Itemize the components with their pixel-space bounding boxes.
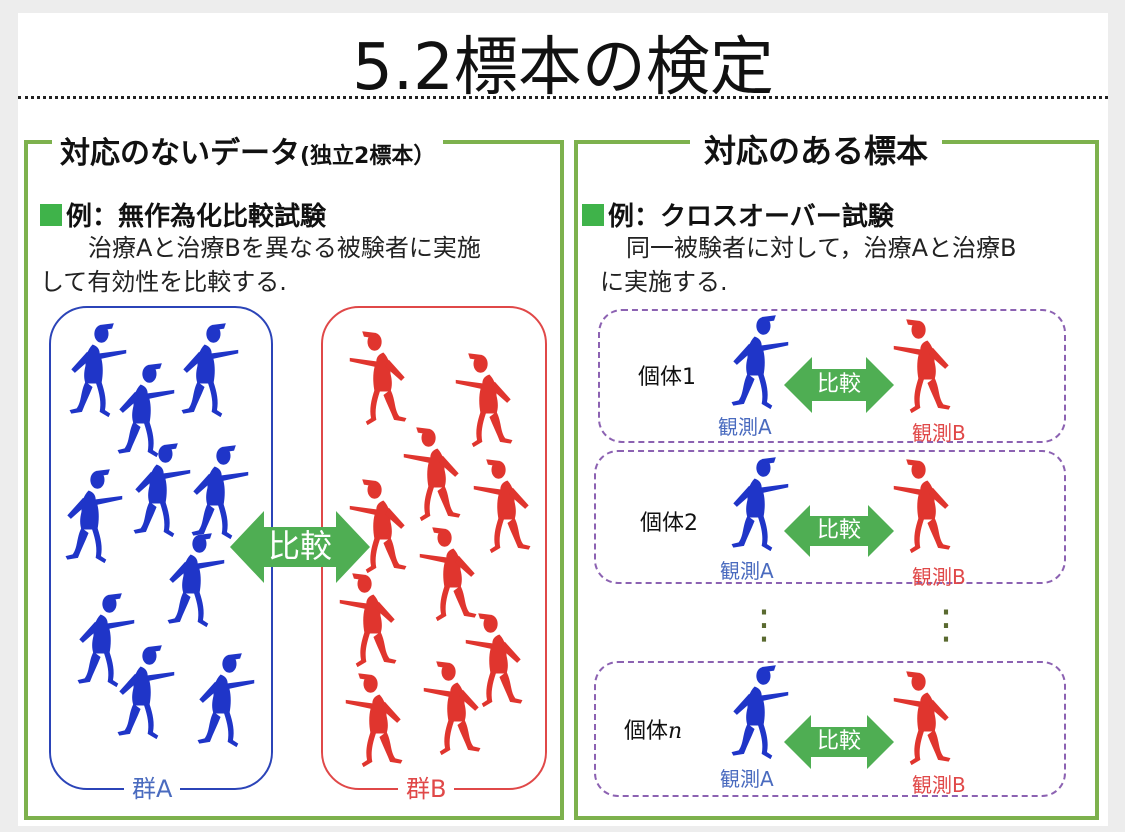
pointing-person-blue-icon [728, 315, 790, 413]
observation-b-2: 観測B [912, 565, 966, 589]
unpaired-panel-title: 対応のないデータ(独立2標本） [52, 128, 444, 172]
individual-label-n: 個体n [624, 713, 682, 745]
observation-b-n: 観測B [912, 773, 966, 797]
slide-title: 5.2標本の検定 [352, 31, 774, 105]
pointing-person-red-icon [422, 661, 484, 759]
observation-a-2: 観測A [720, 559, 774, 583]
pointing-person-red-icon [344, 673, 406, 771]
slide: 5.2標本の検定 対応のないデータ(独立2標本） 例：無作為化比較試験 治療Aと… [18, 13, 1108, 826]
individual-label-2: 個体2 [640, 511, 698, 536]
paired-description: 同一被験者に対して，治療Aと治療B に実施する. [600, 231, 1090, 299]
double-arrow-icon [784, 357, 894, 413]
observation-a-n: 観測A [720, 767, 774, 791]
pointing-person-red-icon [338, 573, 400, 671]
pointing-person-red-icon [418, 527, 480, 625]
paired-desc-line2: に実施する. [600, 268, 728, 296]
paired-desc-line1: 同一被験者に対して，治療Aと治療B [626, 234, 1017, 262]
pointing-person-red-icon [472, 459, 534, 557]
pointing-person-red-icon [892, 319, 954, 417]
unpaired-title-main: 対応のないデータ [60, 136, 300, 171]
individual-label-n-prefix: 個体 [624, 719, 669, 744]
paired-example-heading: 例：クロスオーバー試験 [582, 196, 894, 233]
pointing-person-blue-icon [62, 469, 124, 567]
ellipsis-left: ⋮ [744, 602, 784, 648]
pointing-person-blue-icon [178, 323, 240, 421]
pair-box-2 [594, 450, 1066, 584]
unpaired-description: 治療Aと治療Bを異なる被験者に実施 して有効性を比較する. [40, 231, 560, 299]
observation-b-1: 観測B [912, 421, 966, 445]
unpaired-example-text: 例：無作為化比較試験 [66, 202, 327, 232]
individual-label-1: 個体1 [638, 365, 696, 390]
compare-label: 比較 [267, 527, 332, 565]
title-divider [18, 96, 1108, 99]
double-arrow-icon [784, 505, 894, 557]
unpaired-example-heading: 例：無作為化比較試験 [40, 196, 326, 233]
green-square-icon [582, 204, 604, 226]
compare-label-1: 比較 [816, 372, 861, 397]
paired-example-text: 例：クロスオーバー試験 [608, 202, 894, 232]
pointing-person-blue-icon [114, 645, 176, 743]
compare-label-n: 比較 [816, 729, 861, 754]
pointing-person-blue-icon [728, 665, 790, 763]
double-arrow-icon [230, 511, 370, 583]
pointing-person-blue-icon [164, 533, 226, 631]
pointing-person-blue-icon [194, 653, 256, 751]
pointing-person-red-icon [348, 331, 410, 429]
unpaired-title-paren: (独立2標本） [300, 144, 436, 169]
pointing-person-red-icon [892, 671, 954, 769]
pair-box-1 [598, 309, 1066, 443]
ellipsis-right: ⋮ [926, 602, 966, 648]
observation-a-1: 観測A [718, 415, 772, 439]
unpaired-desc-line1: 治療Aと治療Bを異なる被験者に実施 [88, 234, 481, 262]
pointing-person-red-icon [402, 427, 464, 525]
pointing-person-blue-icon [728, 457, 790, 555]
pair-box-n [594, 661, 1066, 797]
green-square-icon [40, 204, 62, 226]
pointing-person-red-icon [892, 459, 954, 557]
pointing-person-blue-icon [130, 443, 192, 541]
group-a-label: 群A [124, 769, 181, 804]
unpaired-desc-line2: して有効性を比較する. [40, 268, 287, 296]
group-b-label: 群B [398, 769, 455, 804]
individual-label-n-var: n [668, 719, 683, 744]
compare-label-2: 比較 [816, 518, 861, 543]
double-arrow-icon [784, 715, 894, 769]
paired-panel-title: 対応のある標本 [690, 126, 943, 172]
